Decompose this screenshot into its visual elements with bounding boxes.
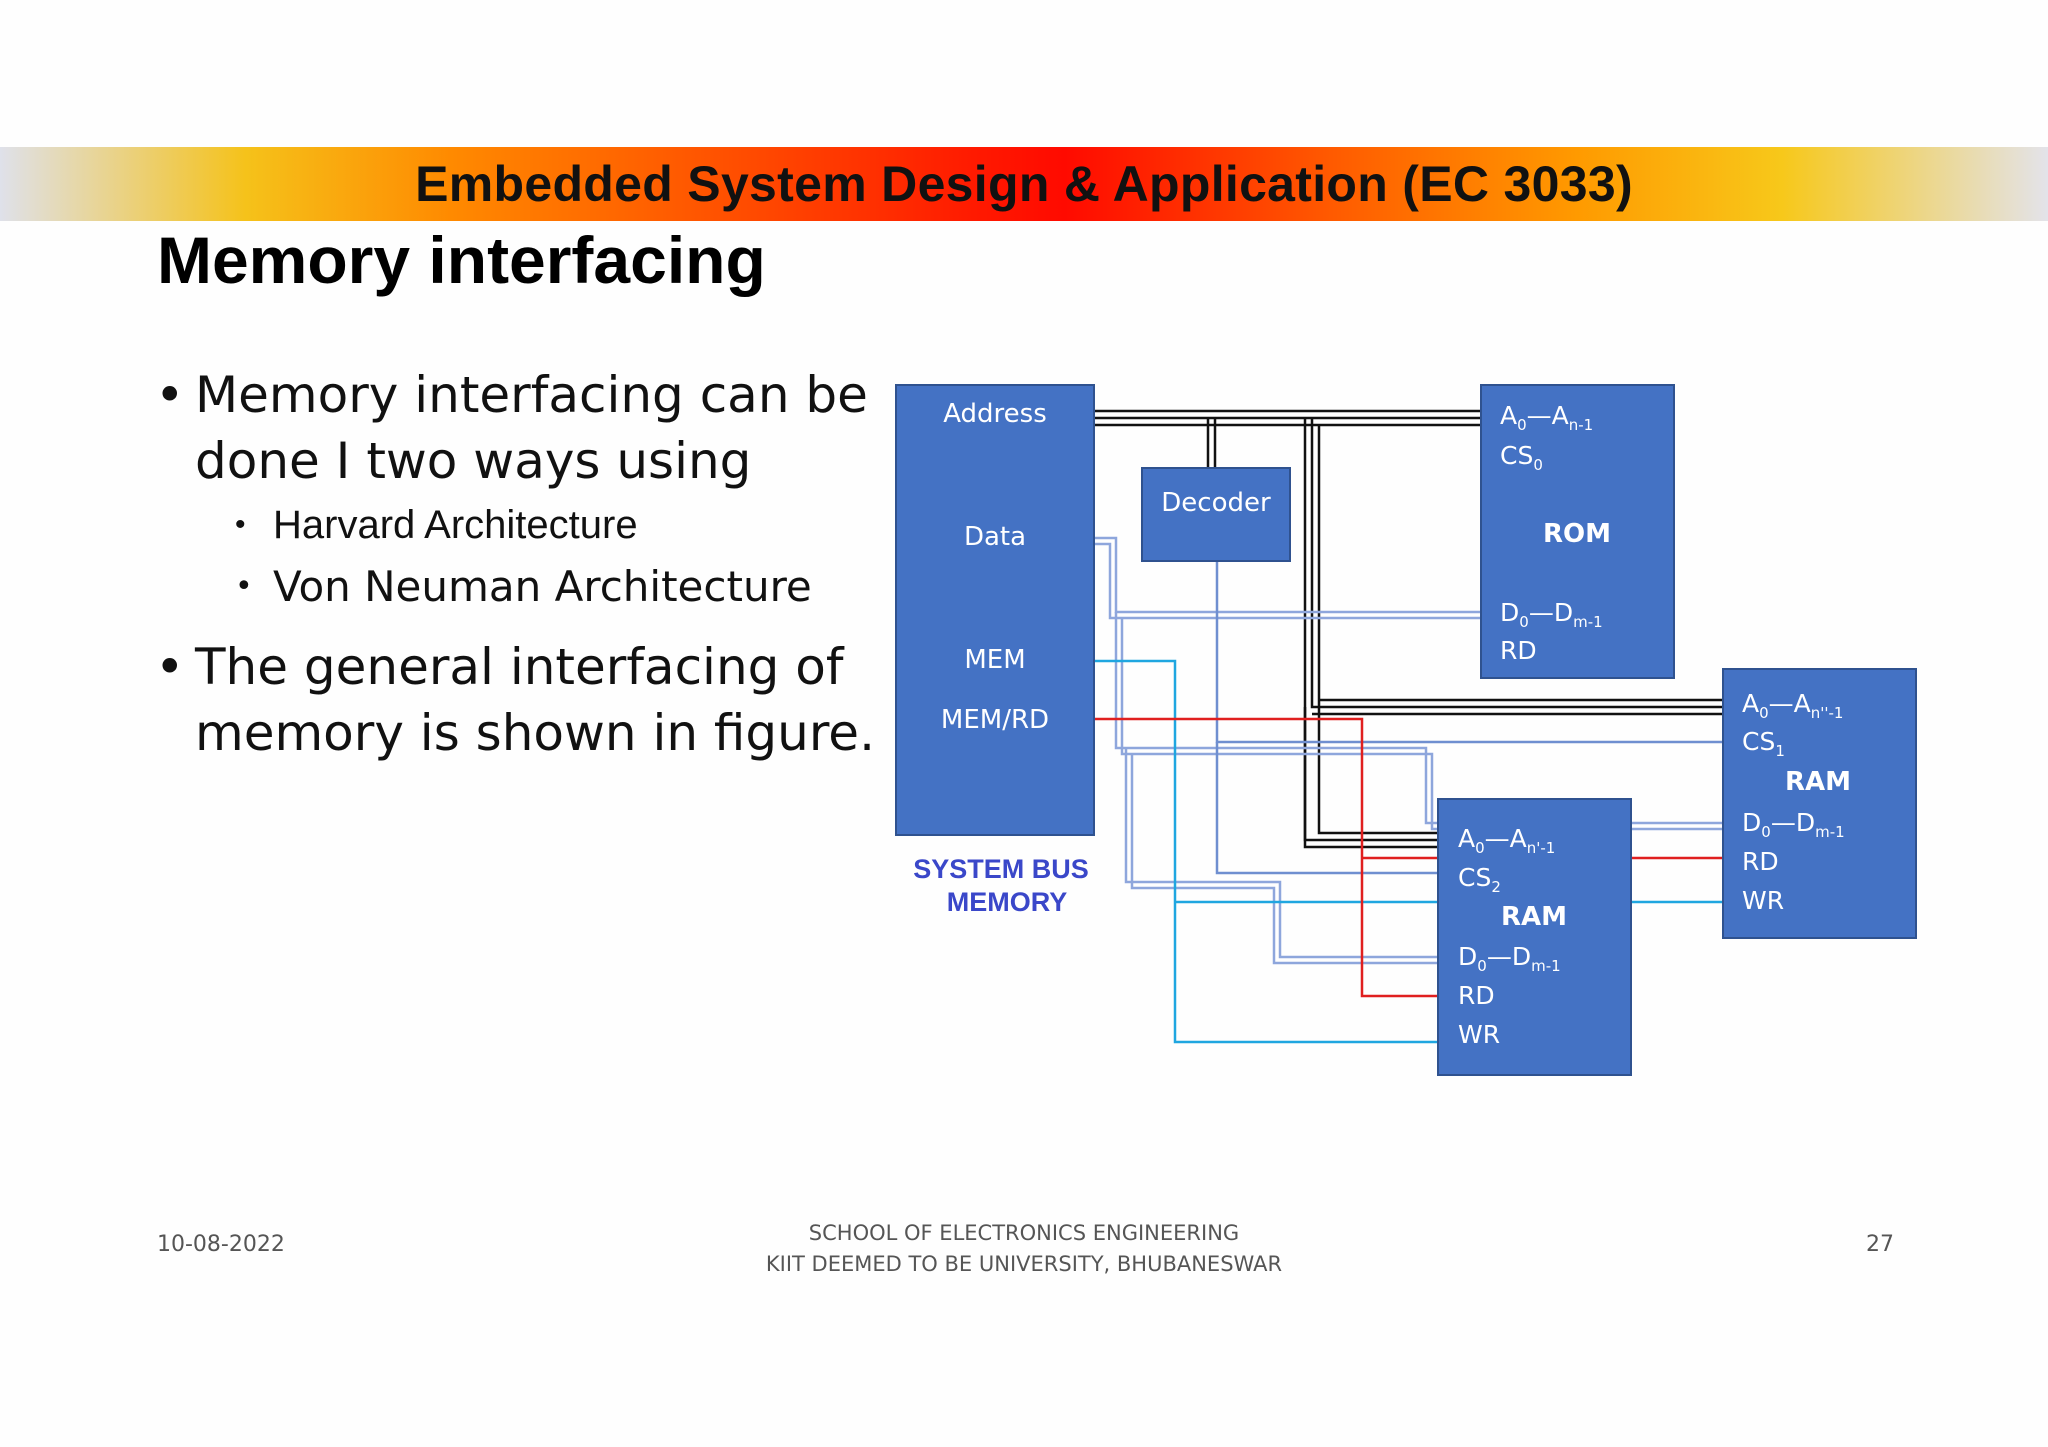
system-bus-block: Address Data MEM MEM/RD — [895, 384, 1095, 836]
ram2-address-pins: A0—An'-1 — [1458, 824, 1555, 857]
page-number: 27 — [1866, 1232, 1894, 1257]
rom-chip-select: CS0 — [1500, 441, 1543, 474]
ram1-address-pins: A0—An''-1 — [1742, 689, 1843, 722]
bullet-dot-icon: • — [235, 569, 253, 604]
ram2-write-pin: WR — [1458, 1020, 1500, 1049]
rom-read-pin: RD — [1500, 636, 1537, 665]
bullet-text-line: memory is shown in figure. — [195, 704, 875, 762]
decoder-label: Decoder — [1161, 488, 1271, 518]
ram1-read-pin: RD — [1742, 847, 1779, 876]
ram1-chip-select: CS1 — [1742, 727, 1785, 760]
bullet-list: • Memory interfacing can be done I two w… — [155, 362, 875, 766]
rom-block: A0—An-1 CS0 ROM D0—Dm-1 RD — [1480, 384, 1675, 679]
slide-title: Memory interfacing — [157, 223, 766, 297]
footer-institution: SCHOOL OF ELECTRONICS ENGINEERING KIIT D… — [624, 1218, 1424, 1280]
system-bus-caption: SYSTEM BUS — [913, 854, 1089, 884]
ram1-data-pins: D0—Dm-1 — [1742, 808, 1845, 841]
data-label: Data — [964, 522, 1026, 552]
bullet-dot-icon: • — [155, 366, 185, 424]
ram2-data-pins: D0—Dm-1 — [1458, 942, 1561, 975]
sub-bullet-item: • Harvard Architecture — [155, 494, 875, 556]
footer-school: SCHOOL OF ELECTRONICS ENGINEERING — [808, 1221, 1240, 1245]
course-title: Embedded System Design & Application (EC… — [415, 156, 1633, 212]
sub-bullet-text: Von Neuman Architecture — [273, 562, 812, 611]
ram1-block: A0—An''-1 CS1 RAM D0—Dm-1 RD WR — [1722, 668, 1917, 939]
decoder-select-lines — [1215, 562, 1724, 875]
mem-rd-label: MEM/RD — [941, 705, 1049, 735]
sub-bullet-text: Harvard Architecture — [273, 503, 638, 547]
bullet-text-line: done I two ways using — [195, 432, 752, 490]
footer-university: KIIT DEEMED TO BE UNIVERSITY, BHUBANESWA… — [765, 1252, 1283, 1276]
ram2-read-pin: RD — [1458, 981, 1495, 1010]
rom-title: ROM — [1543, 519, 1611, 549]
rom-data-pins: D0—Dm-1 — [1500, 598, 1603, 631]
mem-label: MEM — [964, 645, 1025, 675]
memory-interface-diagram: Address Data MEM MEM/RD SYSTEM BUS MEMOR… — [895, 384, 1917, 1076]
ram1-write-pin: WR — [1742, 886, 1784, 915]
bullet-text-line: Memory interfacing can be — [195, 366, 868, 424]
bullet-text-line: The general interfacing of — [195, 638, 844, 696]
bullet-item: • Memory interfacing can be done I two w… — [155, 362, 875, 494]
sub-bullet-item: • Von Neuman Architecture — [155, 556, 875, 618]
ram1-title: RAM — [1785, 767, 1851, 797]
ram2-title: RAM — [1501, 902, 1567, 932]
header-banner: Embedded System Design & Application (EC… — [0, 147, 2048, 221]
ram2-block: A0—An'-1 CS2 RAM D0—Dm-1 RD WR — [1437, 798, 1632, 1076]
bullet-dot-icon: • — [235, 508, 246, 541]
footer-date: 10-08-2022 — [157, 1232, 285, 1257]
bullet-dot-icon: • — [155, 638, 185, 696]
memory-caption: MEMORY — [947, 887, 1068, 917]
rom-address-pins: A0—An-1 — [1500, 401, 1593, 434]
address-bus — [1094, 409, 1724, 849]
bullet-item: • The general interfacing of memory is s… — [155, 634, 875, 766]
address-label: Address — [943, 399, 1047, 429]
ram2-chip-select: CS2 — [1458, 863, 1501, 896]
decoder-block: Decoder — [1141, 467, 1291, 562]
